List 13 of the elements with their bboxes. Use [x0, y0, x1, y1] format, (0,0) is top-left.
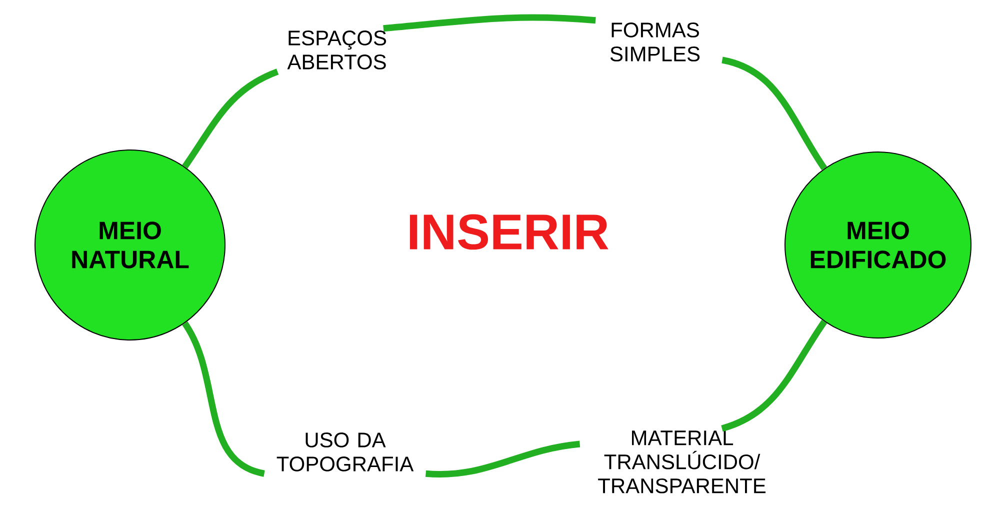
- text-label: MATERIAL TRANSLÚCIDO/ TRANSPARENTE: [598, 430, 766, 494]
- text-label: FORMAS SIMPLES: [610, 22, 700, 62]
- connector-arc: [182, 68, 279, 169]
- connector-arc: [426, 440, 580, 478]
- text-label: USO DA TOPOGRAFIA: [276, 432, 414, 472]
- text-label: ESPAÇOS ABERTOS: [287, 30, 386, 70]
- connector-arc: [383, 14, 596, 32]
- connector-arc: [182, 322, 266, 477]
- center-title: INSERIR: [410, 214, 608, 250]
- circle-node: MEIO EDIFICADO: [784, 152, 972, 338]
- circle-node: MEIO NATURAL: [34, 150, 226, 340]
- connector-arc: [721, 56, 828, 170]
- connector-arc: [720, 320, 828, 432]
